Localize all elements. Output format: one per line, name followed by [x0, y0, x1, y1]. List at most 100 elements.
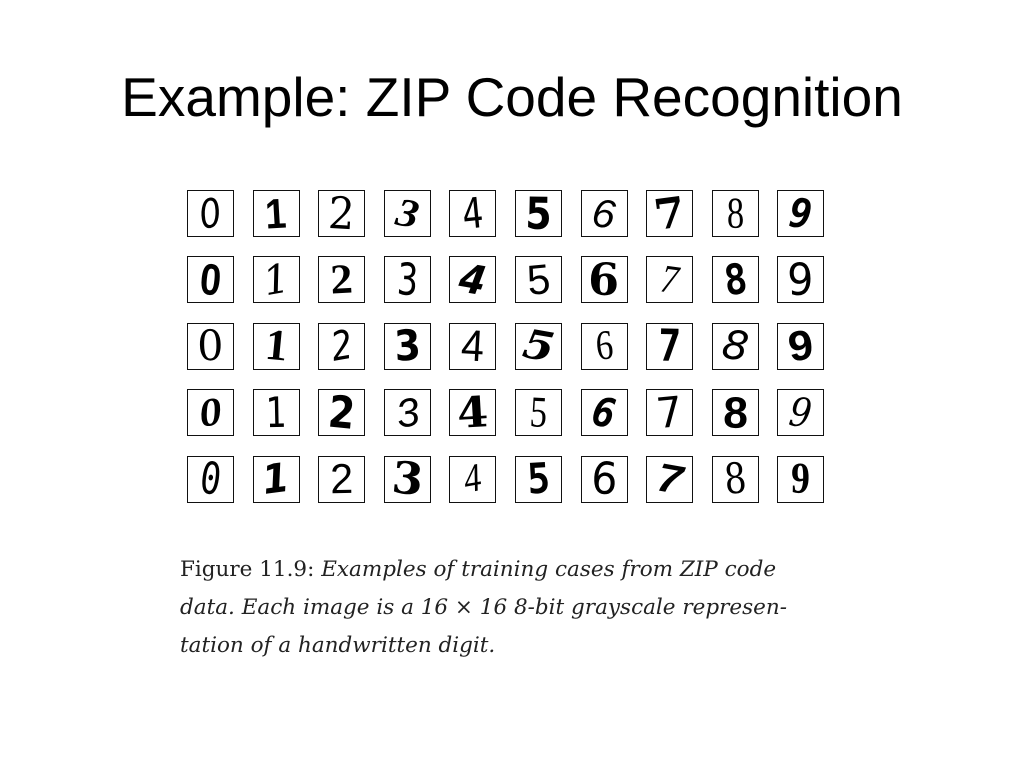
caption-line-2: data. Each image is a 16 × 16 8-bit gray… [180, 595, 787, 620]
digit-glyph: 5 [525, 455, 552, 503]
digit-glyph: 9 [786, 389, 815, 437]
digit-glyph: 9 [787, 256, 815, 304]
digit-glyph: 8 [720, 256, 750, 304]
digit-cell: 8 [711, 190, 759, 237]
digit-cell: 8 [711, 389, 759, 437]
digit-cell: 4 [449, 389, 497, 437]
digit-glyph: 0 [196, 322, 225, 370]
digit-glyph: 0 [196, 389, 225, 436]
digit-glyph: 6 [589, 455, 619, 503]
digit-cell: 1 [252, 455, 300, 503]
caption-text-1: Examples of training cases from ZIP code [321, 557, 777, 582]
digit-cell: 5 [514, 322, 562, 370]
caption-label: Figure 11.9: [180, 557, 315, 582]
digit-glyph: 1 [259, 455, 293, 503]
digit-cell: 3 [383, 322, 431, 370]
digit-glyph: 6 [588, 256, 621, 304]
digit-glyph: 0 [196, 455, 225, 503]
digit-glyph: 3 [392, 190, 423, 237]
digit-glyph: 1 [264, 190, 288, 237]
figure-caption: Figure 11.9: Examples of training cases … [180, 551, 840, 665]
digit-glyph: 6 [589, 190, 619, 237]
digit-cell: 3 [383, 455, 431, 503]
digit-cell: 3 [383, 190, 431, 237]
digit-glyph: 5 [524, 190, 553, 237]
digit-glyph: 9 [785, 322, 817, 370]
slide-title: Example: ZIP Code Recognition [121, 66, 903, 128]
digit-cell: 1 [252, 256, 300, 304]
digit-cell: 3 [383, 389, 431, 437]
digit-glyph: 4 [460, 190, 486, 237]
digit-cell: 4 [449, 190, 497, 237]
digit-cell: 0 [187, 322, 234, 370]
digit-glyph: 2 [327, 190, 357, 237]
digit-cell: 0 [187, 190, 234, 237]
digit-cell: 2 [318, 322, 366, 370]
digit-glyph: 6 [593, 322, 615, 370]
caption-line-1: Figure 11.9: Examples of training cases … [180, 551, 840, 589]
digit-cell: 0 [187, 455, 234, 503]
digit-cell: 0 [187, 256, 234, 304]
digit-cell: 9 [777, 256, 825, 304]
digit-glyph: 8 [726, 190, 745, 237]
digit-cell: 8 [711, 256, 759, 304]
digit-cell: 9 [777, 455, 825, 503]
digit-glyph: 0 [195, 190, 226, 237]
digit-glyph: 4 [460, 322, 486, 370]
digit-glyph: 4 [455, 389, 490, 437]
digit-cell: 9 [777, 389, 825, 437]
digit-glyph: 1 [259, 256, 293, 304]
digit-cell: 4 [449, 256, 497, 304]
digit-glyph: 3 [392, 322, 422, 370]
digit-glyph: 2 [329, 455, 354, 503]
digit-glyph: 8 [719, 322, 752, 370]
digit-glyph: 6 [588, 389, 620, 437]
digit-cell: 4 [449, 322, 497, 370]
digit-glyph: 2 [327, 322, 356, 370]
digit-glyph: 2 [326, 389, 358, 437]
digit-cell: 8 [711, 322, 759, 370]
digit-cell: 5 [514, 256, 562, 304]
digit-glyph: 7 [653, 455, 686, 503]
digit-cell: 6 [580, 389, 628, 437]
digit-cell: 0 [187, 389, 234, 437]
digit-glyph: 8 [722, 389, 749, 437]
digit-glyph: 1 [265, 389, 287, 437]
digit-glyph: 7 [650, 190, 689, 237]
digit-glyph: 4 [455, 256, 490, 304]
digit-cell: 9 [777, 190, 825, 237]
digit-cell: 5 [514, 455, 562, 503]
digit-cell: 1 [252, 190, 300, 237]
digit-glyph: 9 [787, 190, 815, 237]
digit-glyph: 5 [519, 322, 558, 370]
digit-glyph: 7 [658, 257, 682, 303]
digit-cell: 7 [646, 322, 694, 370]
digit-cell: 9 [777, 322, 825, 370]
digit-glyph: 7 [657, 322, 682, 370]
digit-cell: 8 [711, 455, 759, 503]
digit-cell: 2 [318, 190, 366, 237]
digit-cell: 4 [449, 455, 497, 503]
digit-cell: 7 [646, 455, 694, 503]
digit-glyph: 3 [389, 455, 426, 503]
digit-glyph: 8 [721, 455, 749, 503]
digit-glyph: 0 [197, 256, 224, 304]
digit-cell: 7 [646, 256, 694, 304]
digit-cell: 1 [252, 322, 300, 370]
digit-cell: 7 [646, 190, 694, 237]
digit-cell: 6 [580, 455, 628, 503]
digit-glyph: 9 [790, 455, 811, 503]
digit-glyph: 5 [524, 256, 553, 304]
digit-glyph: 1 [262, 322, 290, 370]
digit-cell: 7 [646, 389, 694, 437]
digit-cell: 5 [514, 190, 562, 237]
digit-glyph: 3 [395, 256, 420, 304]
digit-cell: 1 [252, 389, 300, 437]
digit-glyph: 3 [392, 389, 423, 437]
caption-line-3: tation of a handwritten digit. [180, 633, 496, 658]
digit-cell: 2 [318, 389, 366, 437]
digit-cell: 5 [514, 389, 562, 437]
digit-cell: 2 [318, 455, 366, 503]
digit-glyph: 4 [460, 456, 486, 503]
